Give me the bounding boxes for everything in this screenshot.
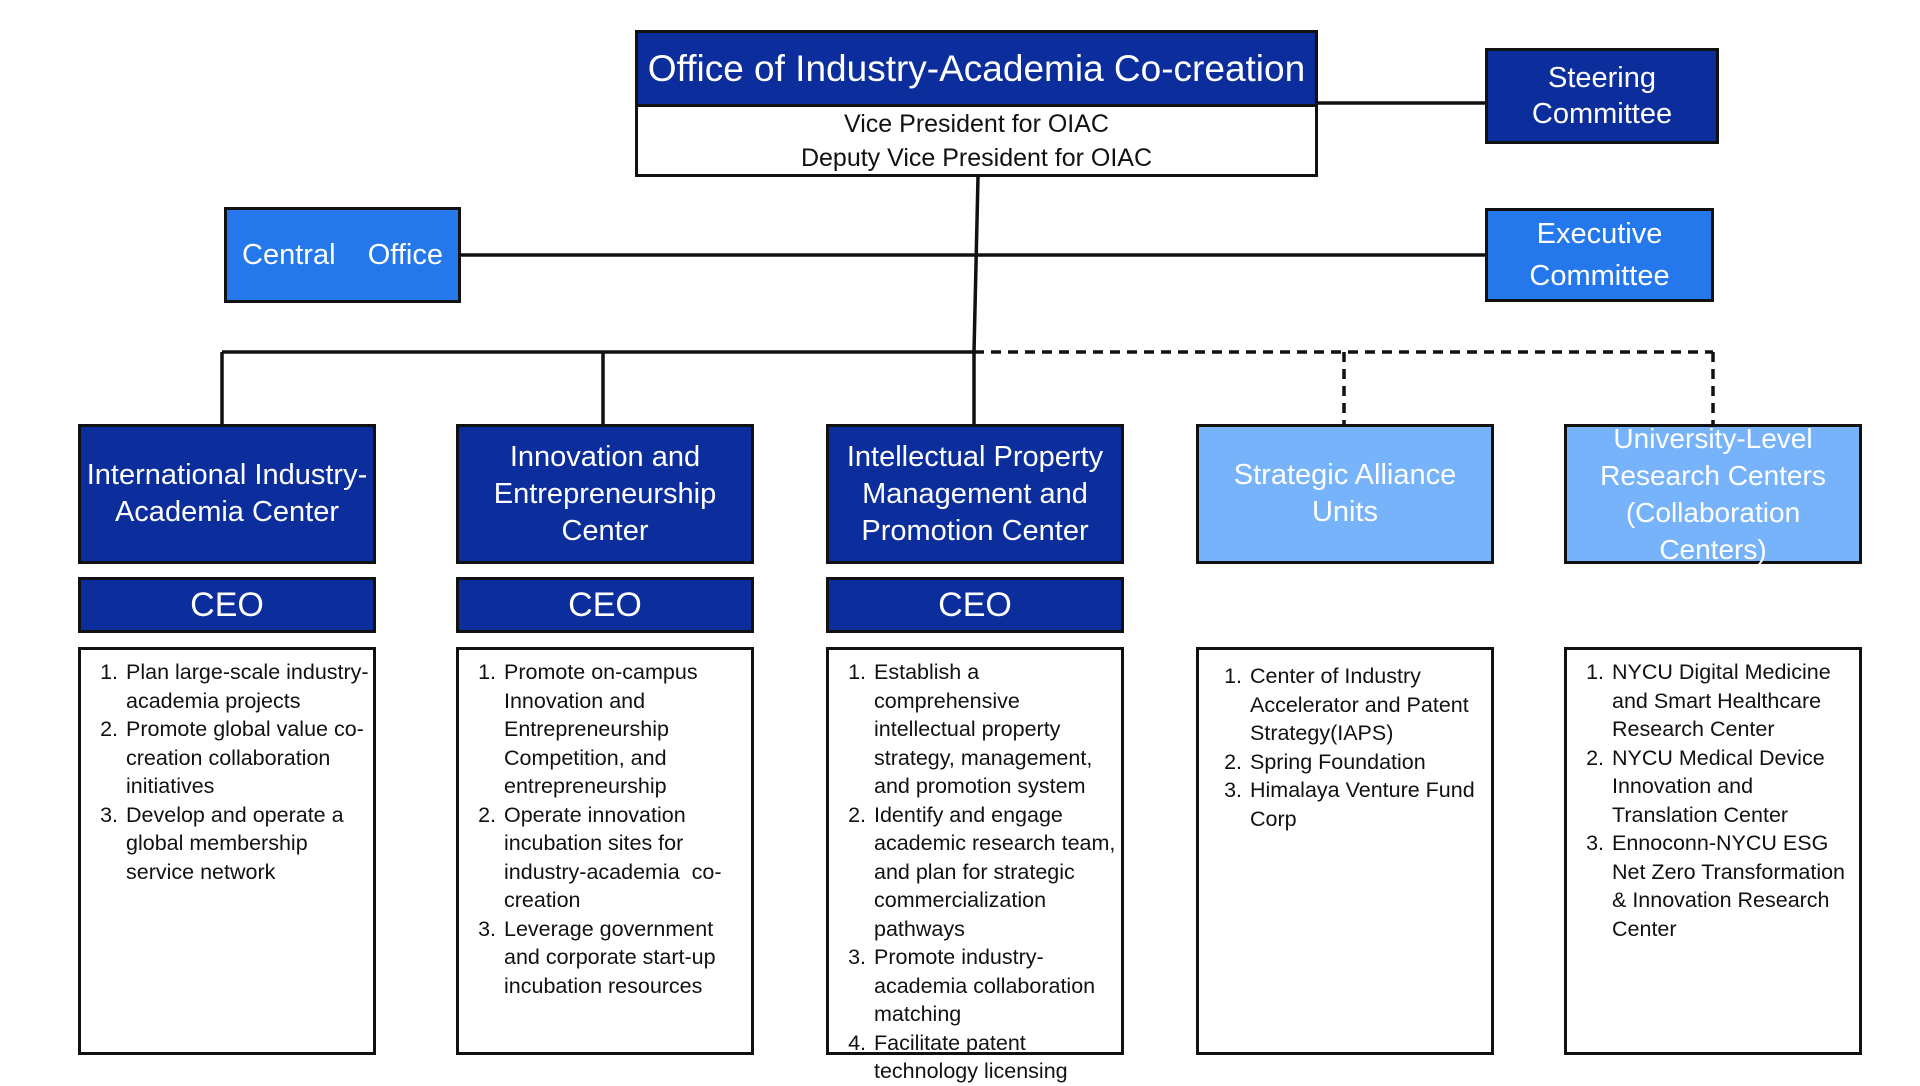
steering-committee-box: Steering Committee	[1485, 48, 1719, 144]
unit-intellectual-property: Intellectual Property Management and Pro…	[826, 424, 1124, 564]
list-item: Ennoconn-NYCU ESG Net Zero Transformatio…	[1610, 829, 1857, 943]
list-item: Plan large-scale industry-academia proje…	[124, 658, 371, 715]
list-item: Facilitate patent technology licensing	[872, 1029, 1121, 1086]
list-item: Operate innovation incubation sites for …	[502, 801, 749, 915]
strategic-alliance-list: Center of Industry Accelerator and Paten…	[1196, 647, 1494, 1055]
unit-strategic-alliance: Strategic Alliance Units	[1196, 424, 1494, 564]
duties-iiac: Plan large-scale industry-academia proje…	[78, 647, 376, 1055]
duties-iec: Promote on-campus Innovation and Entrepr…	[456, 647, 754, 1055]
unit-university-research-centers: University-Level Research Centers (Colla…	[1564, 423, 1862, 565]
central-office-box: Central Office	[224, 207, 461, 303]
list-item: Spring Foundation	[1248, 748, 1479, 777]
list-item: Center of Industry Accelerator and Paten…	[1248, 662, 1479, 748]
list-item: Himalaya Venture Fund Corp	[1248, 776, 1479, 833]
list-item: Identify and engage academic research te…	[872, 801, 1121, 944]
ceo-label-ipmpc: CEO	[826, 577, 1124, 633]
office-title: Office of Industry-Academia Co-creation	[635, 30, 1318, 104]
list-item: Leverage government and corporate start-…	[502, 915, 749, 1001]
office-leadership: Vice President for OIAC Deputy Vice Pres…	[635, 104, 1318, 177]
list-item: Promote on-campus Innovation and Entrepr…	[502, 658, 749, 801]
unit-innovation-entrepreneurship: Innovation and Entrepreneurship Center	[456, 424, 754, 564]
unit-international-industry-academia: International Industry-Academia Center	[78, 424, 376, 564]
vice-president-label: Vice President for OIAC	[844, 109, 1109, 138]
research-centers-list: NYCU Digital Medicine and Smart Healthca…	[1564, 647, 1862, 1055]
list-item: Develop and operate a global membership …	[124, 801, 371, 887]
list-item: Promote global value co-creation collabo…	[124, 715, 371, 801]
list-item: Establish a comprehensive intellectual p…	[872, 658, 1121, 801]
list-item: Promote industry-academia collaboration …	[872, 943, 1121, 1029]
ceo-label-iiac: CEO	[78, 577, 376, 633]
deputy-vice-president-label: Deputy Vice President for OIAC	[800, 143, 1153, 172]
ceo-label-iec: CEO	[456, 577, 754, 633]
executive-committee-box: Executive Committee	[1485, 208, 1714, 302]
list-item: NYCU Digital Medicine and Smart Healthca…	[1610, 658, 1857, 744]
duties-ipmpc: Establish a comprehensive intellectual p…	[826, 647, 1124, 1083]
list-item: NYCU Medical Device Innovation and Trans…	[1610, 744, 1857, 830]
trunk-connector	[972, 176, 980, 353]
